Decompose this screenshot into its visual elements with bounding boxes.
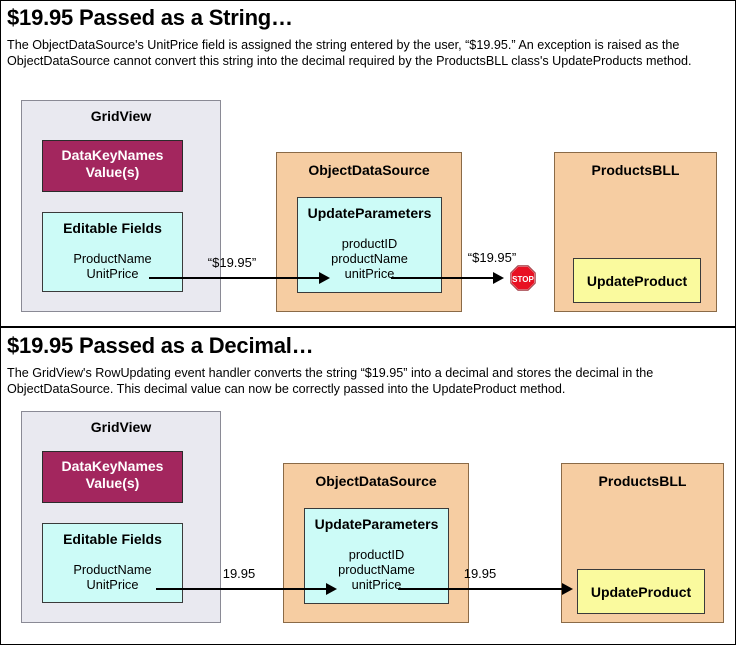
updateproduct-label-string: UpdateProduct bbox=[586, 273, 688, 289]
editable-field-productname-string: ProductName bbox=[73, 251, 152, 266]
editable-fields-box-decimal: Editable Fields ProductName UnitPrice bbox=[42, 523, 183, 603]
arrow-label-ods-to-bll-decimal: 19.95 bbox=[463, 566, 497, 581]
updateproduct-label-decimal: UpdateProduct bbox=[590, 584, 692, 600]
productsbll-title-string: ProductsBLL bbox=[591, 162, 680, 178]
updateparameter-productid-decimal: productID bbox=[348, 547, 405, 562]
arrow-gridview-to-ods-string bbox=[149, 277, 321, 279]
svg-text:STOP: STOP bbox=[512, 275, 534, 284]
arrow-head-gridview-to-ods-decimal bbox=[326, 583, 337, 595]
updateproduct-box-decimal: UpdateProduct bbox=[577, 569, 705, 614]
updateparameters-title-string: UpdateParameters bbox=[307, 205, 432, 221]
updateparameter-productname-string: productName bbox=[331, 251, 408, 266]
updateparameter-productname-decimal: productName bbox=[338, 562, 415, 577]
editable-field-productname-decimal: ProductName bbox=[73, 562, 152, 577]
productsbll-title-decimal: ProductsBLL bbox=[598, 473, 687, 489]
arrow-label-ods-to-bll-string: “$19.95” bbox=[467, 250, 517, 265]
editable-field-unitprice-decimal: UnitPrice bbox=[86, 577, 139, 592]
arrow-head-ods-to-bll-decimal bbox=[562, 583, 573, 595]
updateparameter-productid-string: productID bbox=[341, 236, 398, 251]
arrow-label-gridview-to-ods-decimal: 19.95 bbox=[222, 566, 256, 581]
panel-string-case: $19.95 Passed as a String… The ObjectDat… bbox=[1, 1, 735, 325]
updateparameters-title-decimal: UpdateParameters bbox=[314, 516, 439, 532]
updateparameter-unitprice-string: unitPrice bbox=[344, 266, 395, 281]
panel-description-string: The ObjectDataSource's UnitPrice field i… bbox=[7, 38, 692, 68]
gridview-title-decimal: GridView bbox=[90, 419, 152, 435]
stop-sign-icon: STOP bbox=[510, 265, 536, 291]
panel-title-string: $19.95 Passed as a String… bbox=[7, 5, 293, 30]
updateparameter-unitprice-decimal: unitPrice bbox=[351, 577, 402, 592]
arrow-head-gridview-to-ods-string bbox=[319, 272, 330, 284]
datakeynames-box-string: DataKeyNames Value(s) bbox=[42, 140, 183, 192]
updateproduct-box-string: UpdateProduct bbox=[573, 258, 701, 303]
arrow-head-ods-to-bll-string bbox=[493, 272, 504, 284]
arrow-ods-to-bll-string bbox=[391, 277, 495, 279]
panel-title-decimal: $19.95 Passed as a Decimal… bbox=[7, 333, 314, 358]
datakeynames-line1-decimal: DataKeyNames bbox=[61, 458, 164, 474]
editable-fields-title-decimal: Editable Fields bbox=[63, 531, 162, 547]
datakeynames-line2-decimal: Value(s) bbox=[85, 475, 140, 491]
arrow-ods-to-bll-decimal bbox=[398, 588, 564, 590]
editable-fields-box-string: Editable Fields ProductName UnitPrice bbox=[42, 212, 183, 292]
datakeynames-line2-string: Value(s) bbox=[85, 164, 140, 180]
gridview-title-string: GridView bbox=[90, 108, 152, 124]
objectdatasource-title-string: ObjectDataSource bbox=[308, 162, 430, 178]
objectdatasource-title-decimal: ObjectDataSource bbox=[315, 473, 437, 489]
datakeynames-line1-string: DataKeyNames bbox=[61, 147, 164, 163]
editable-field-unitprice-string: UnitPrice bbox=[86, 266, 139, 281]
arrow-label-gridview-to-ods-string: “$19.95” bbox=[207, 255, 257, 270]
arrow-gridview-to-ods-decimal bbox=[156, 588, 328, 590]
editable-fields-title-string: Editable Fields bbox=[63, 220, 162, 236]
datakeynames-box-decimal: DataKeyNames Value(s) bbox=[42, 451, 183, 503]
panel-decimal-case: $19.95 Passed as a Decimal… The GridView… bbox=[1, 326, 735, 644]
panel-description-decimal: The GridView's RowUpdating event handler… bbox=[7, 366, 654, 396]
